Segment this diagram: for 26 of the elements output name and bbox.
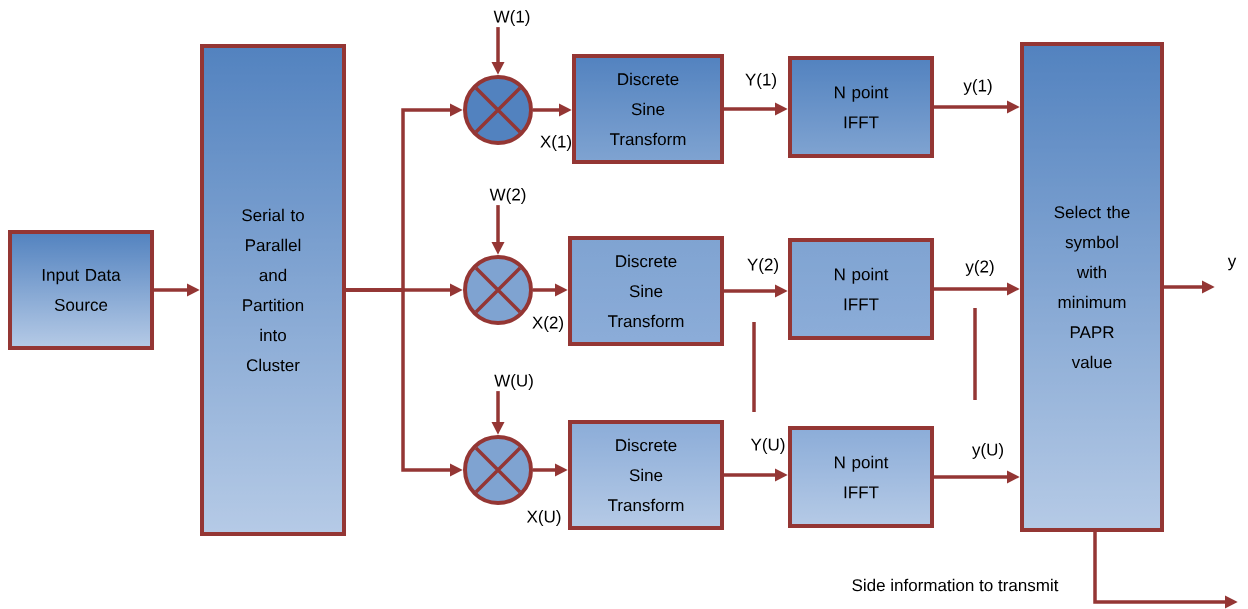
edge-label: X(U) xyxy=(526,510,561,526)
edge-label: y(1) xyxy=(963,79,992,95)
process-box: Serial to Parallel and Partition into Cluster xyxy=(200,44,346,536)
multiplier-circle xyxy=(463,255,533,325)
edge-label: X(1) xyxy=(540,135,571,151)
process-box: N point IFFT xyxy=(788,56,934,158)
process-box: Select the symbol with minimum PAPR value xyxy=(1020,42,1164,532)
edge-label: Y(1) xyxy=(745,73,776,89)
edge-label: Y(2) xyxy=(747,258,778,274)
edge-label: Side information to transmit xyxy=(852,578,1059,592)
process-box: N point IFFT xyxy=(788,426,934,528)
input-label: W(1) xyxy=(493,10,530,26)
edge-label: y(2) xyxy=(965,260,994,276)
edge-label: X(2) xyxy=(532,316,563,332)
process-box: Discrete Sine Transform xyxy=(568,236,724,346)
process-box: Discrete Sine Transform xyxy=(572,54,724,164)
input-label: W(2) xyxy=(489,188,526,204)
input-label: W(U) xyxy=(494,374,533,390)
process-box: N point IFFT xyxy=(788,238,934,340)
multiplier-circle xyxy=(463,435,533,505)
edge-label: y xyxy=(1227,257,1237,271)
process-box: Input Data Source xyxy=(8,230,154,350)
process-box: Discrete Sine Transform xyxy=(568,420,724,530)
edge-label: Y(U) xyxy=(750,438,785,454)
edge-label: y(U) xyxy=(972,443,1003,459)
multiplier-circle xyxy=(463,75,533,145)
